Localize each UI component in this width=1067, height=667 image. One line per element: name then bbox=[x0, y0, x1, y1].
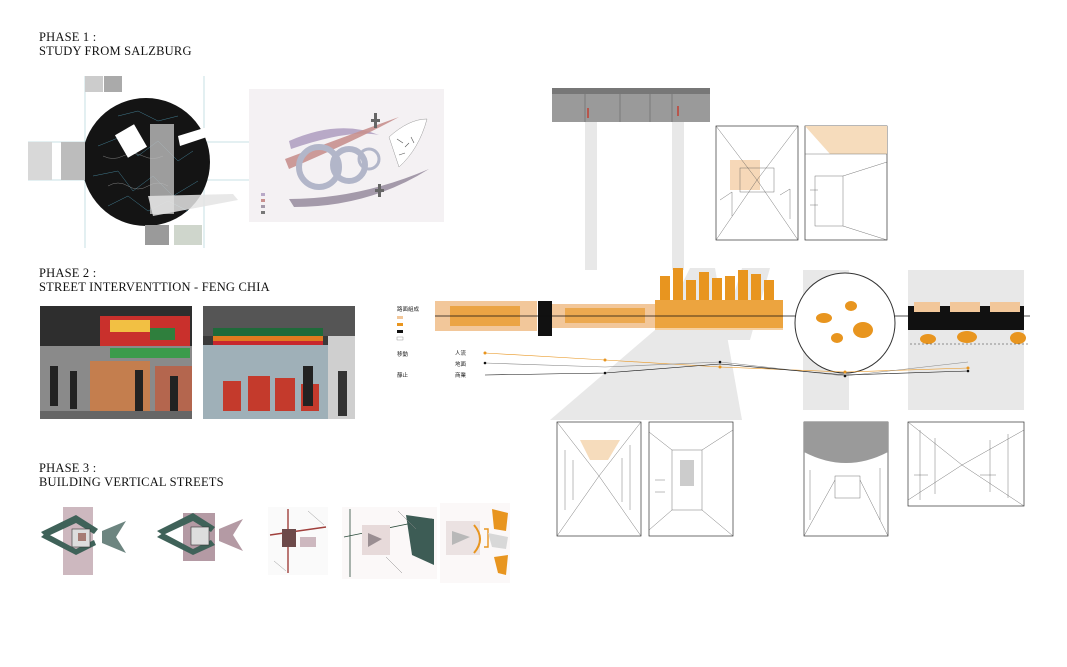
salzburg-circle-map bbox=[28, 76, 253, 248]
street-photo-2 bbox=[203, 306, 355, 419]
phase-1-name: STUDY FROM SALZBURG bbox=[39, 44, 192, 58]
phase-3-label: PHASE 3 : bbox=[39, 461, 97, 475]
section-legend-title: 路面組成 bbox=[397, 305, 420, 313]
perspective-sketch-bottom-3 bbox=[803, 421, 889, 537]
street-elevation-strip bbox=[552, 88, 710, 122]
flow-lines: 移動 靜止 人流 地面 商業 bbox=[397, 349, 970, 379]
vertical-street-plan-2 bbox=[157, 513, 243, 561]
flow-label-static: 靜止 bbox=[397, 371, 409, 379]
perspective-sketch-bottom-4 bbox=[907, 421, 1025, 507]
perspective-sketch-top-2 bbox=[804, 125, 888, 241]
flow-label-commerce: 商業 bbox=[455, 371, 467, 379]
phase-1-label: PHASE 1 : bbox=[39, 30, 97, 44]
section-band bbox=[435, 268, 1030, 374]
phase-2-title: PHASE 2 : STREET INTERVENTTION - FENG CH… bbox=[39, 266, 270, 294]
phase-3-name: BUILDING VERTICAL STREETS bbox=[39, 475, 224, 489]
flow-label-people: 人流 bbox=[455, 349, 467, 357]
phase-2-name: STREET INTERVENTTION - FENG CHIA bbox=[39, 280, 270, 294]
phase-1-title: PHASE 1 : STUDY FROM SALZBURG bbox=[39, 30, 192, 58]
phase-2-label: PHASE 2 : bbox=[39, 266, 97, 280]
flow-label-moving: 移動 bbox=[397, 350, 409, 358]
vertical-street-plan-5 bbox=[440, 503, 510, 583]
street-photo-1 bbox=[40, 306, 192, 419]
perspective-sketch-bottom-1 bbox=[556, 421, 642, 537]
street-section-diagram: 路面組成 移動 靜止 人流 地面 商業 bbox=[396, 88, 1030, 537]
phase-3-title: PHASE 3 : BUILDING VERTICAL STREETS bbox=[39, 461, 224, 489]
perspective-sketch-top-1 bbox=[715, 125, 799, 241]
vertical-street-plan-4 bbox=[342, 507, 437, 579]
perspective-sketch-bottom-2 bbox=[648, 421, 734, 537]
vertical-street-plan-3 bbox=[268, 507, 328, 575]
vertical-street-plan-1 bbox=[41, 507, 126, 575]
flow-label-ground: 地面 bbox=[455, 360, 467, 368]
salzburg-flow-diagram bbox=[249, 89, 444, 222]
